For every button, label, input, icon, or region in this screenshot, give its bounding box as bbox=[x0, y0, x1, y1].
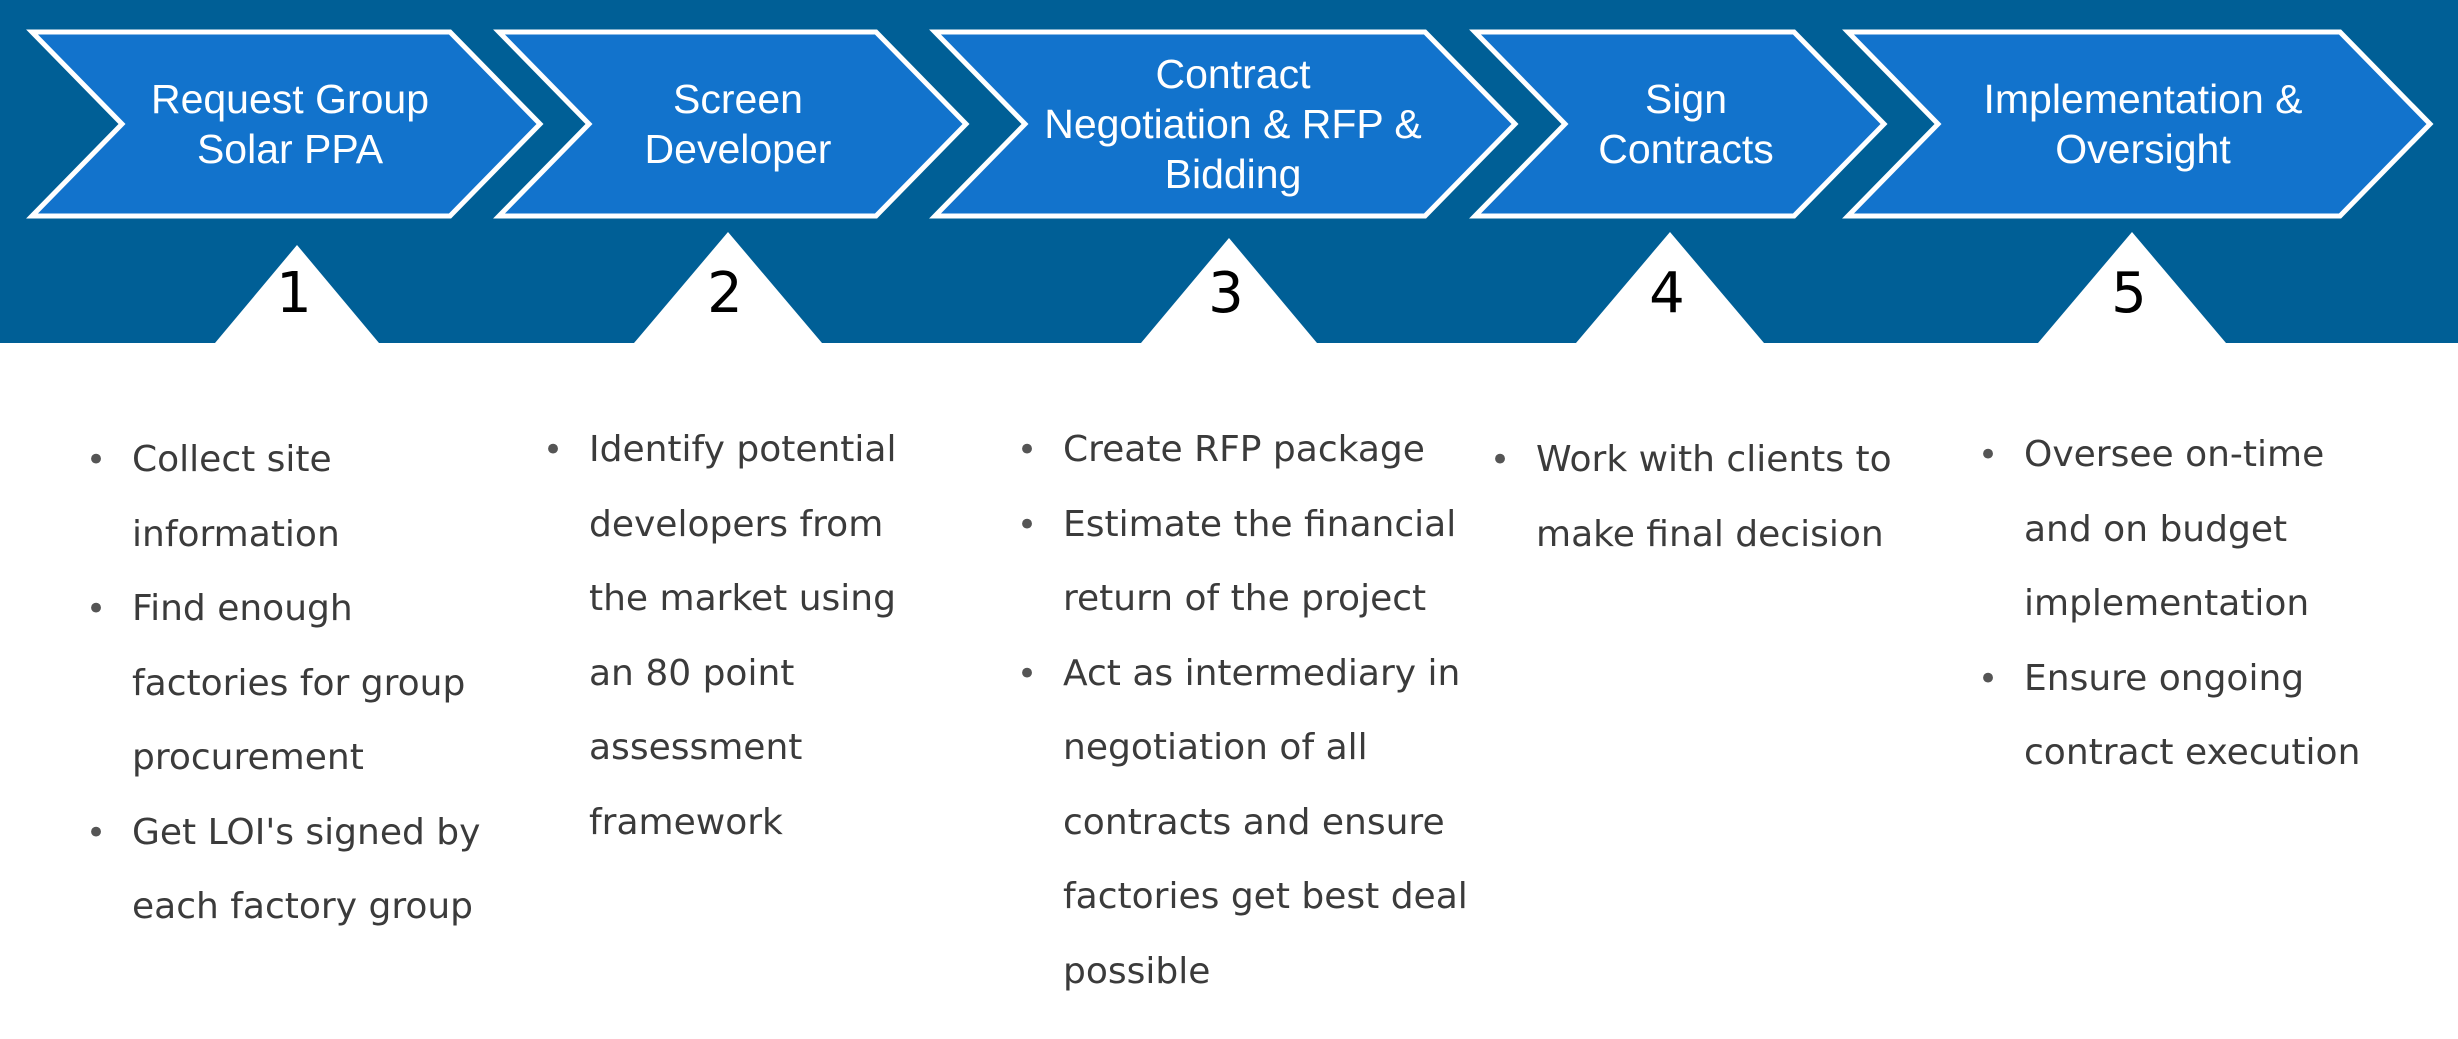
step-title-line: Developer bbox=[645, 126, 832, 172]
step-4-pointer bbox=[1576, 232, 1764, 343]
bullet-line: framework bbox=[589, 801, 783, 843]
step-title-line: Screen bbox=[673, 76, 803, 122]
bullet-line: assessment bbox=[589, 727, 803, 768]
step-4-chevron bbox=[1469, 29, 1888, 219]
bullet-list: Work with clients to make final decision bbox=[1490, 423, 1892, 572]
step-title-line: Negotiation & RFP & bbox=[1044, 101, 1422, 147]
step-5-pointer bbox=[2038, 232, 2226, 343]
step-title-line: Implementation & bbox=[1983, 76, 2302, 122]
bullet-line: Create RFP package bbox=[1063, 429, 1425, 470]
step-5-title: Implementation &Oversight bbox=[1983, 76, 2302, 172]
bullet-line: negotiation of all bbox=[1063, 727, 1368, 768]
bullet-line: factories get best deal bbox=[1063, 876, 1468, 917]
step-1-chevron bbox=[26, 29, 544, 219]
bullet-line: procurement bbox=[132, 737, 364, 778]
bullet-line: Ensure ongoing bbox=[2024, 657, 2305, 699]
step-3-details: Create RFP packageEstimate the financial… bbox=[1017, 413, 1468, 1009]
bullet-line: Get LOI's signed by bbox=[132, 811, 481, 853]
step-2-details: Identify potential developers from the mar… bbox=[543, 413, 896, 860]
bullet-line: contracts and ensure bbox=[1063, 801, 1445, 843]
step-title-line: Oversight bbox=[2055, 126, 2231, 172]
bullet-list: Identify potential developers from the mar… bbox=[543, 413, 896, 860]
bullet-item: Get LOI's signed by each factory group bbox=[86, 796, 480, 945]
bullet-line: Identify potential bbox=[589, 429, 897, 470]
step-1-number: 1 bbox=[276, 261, 312, 326]
step-1-pointer bbox=[215, 245, 379, 343]
step-1-details: Collect site informationFind enough factor… bbox=[86, 423, 480, 945]
bullet-line: each factory group bbox=[132, 886, 474, 927]
step-title-line: Contracts bbox=[1598, 126, 1773, 172]
step-2-number: 2 bbox=[707, 261, 743, 326]
bullet-line: Oversee on-time bbox=[2024, 434, 2325, 475]
bullet-line: make final decision bbox=[1536, 513, 1884, 555]
step-3-number: 3 bbox=[1208, 261, 1244, 326]
bullet-line: the market using bbox=[589, 578, 896, 619]
step-title-line: Solar PPA bbox=[197, 126, 384, 172]
bullet-item: Ensure ongoing contract execution bbox=[1978, 642, 2360, 791]
bullet-line: return of the project bbox=[1063, 578, 1427, 619]
bullet-item: Work with clients to make final decision bbox=[1490, 423, 1892, 572]
bullet-item: Estimate the financial return of the proj… bbox=[1017, 488, 1468, 637]
bullet-line: contract execution bbox=[2024, 732, 2361, 773]
step-2-pointer bbox=[634, 232, 822, 343]
bullet-line: and on budget bbox=[2024, 508, 2288, 550]
bullet-line: possible bbox=[1063, 950, 1211, 992]
bullet-line: Estimate the financial bbox=[1063, 503, 1457, 545]
bullet-list: Collect site informationFind enough factor… bbox=[86, 423, 480, 945]
bullet-line: Collect site bbox=[132, 439, 332, 480]
bullet-line: implementation bbox=[2024, 583, 2310, 624]
bullet-line: an 80 point bbox=[589, 652, 795, 694]
step-5-details: Oversee on-time and on budget implementati… bbox=[1978, 418, 2360, 791]
bullet-list: Create RFP packageEstimate the financial… bbox=[1017, 413, 1468, 1009]
bullet-item: Create RFP package bbox=[1017, 413, 1468, 488]
bullet-item: Act as intermediary in negotiation of all… bbox=[1017, 637, 1468, 1010]
bullet-line: Act as intermediary in bbox=[1063, 652, 1461, 694]
bullet-item: Collect site information bbox=[86, 423, 480, 572]
bullet-item: Find enough factories for group procuremen… bbox=[86, 572, 480, 796]
bullet-item: Oversee on-time and on budget implementati… bbox=[1978, 418, 2360, 642]
step-3-pointer bbox=[1141, 238, 1317, 343]
bullet-line: factories for group bbox=[132, 662, 466, 704]
step-title-line: Contract bbox=[1156, 51, 1312, 97]
step-4-details: Work with clients to make final decision bbox=[1490, 423, 1892, 572]
step-5-chevron bbox=[1842, 29, 2434, 219]
step-title-line: Request Group bbox=[151, 76, 429, 122]
bullet-line: information bbox=[132, 513, 340, 555]
bullet-item: Identify potential developers from the mar… bbox=[543, 413, 896, 860]
step-5-number: 5 bbox=[2111, 261, 2147, 326]
step-3-chevron bbox=[929, 29, 1519, 219]
step-title-line: Sign bbox=[1645, 76, 1727, 122]
step-4-number: 4 bbox=[1649, 261, 1685, 326]
bullet-list: Oversee on-time and on budget implementati… bbox=[1978, 418, 2360, 791]
bullet-line: developers from bbox=[589, 503, 884, 545]
step-2-chevron bbox=[493, 29, 970, 219]
bullet-line: Work with clients to bbox=[1536, 439, 1892, 480]
bullet-line: Find enough bbox=[132, 588, 353, 629]
step-title-line: Bidding bbox=[1165, 151, 1302, 197]
